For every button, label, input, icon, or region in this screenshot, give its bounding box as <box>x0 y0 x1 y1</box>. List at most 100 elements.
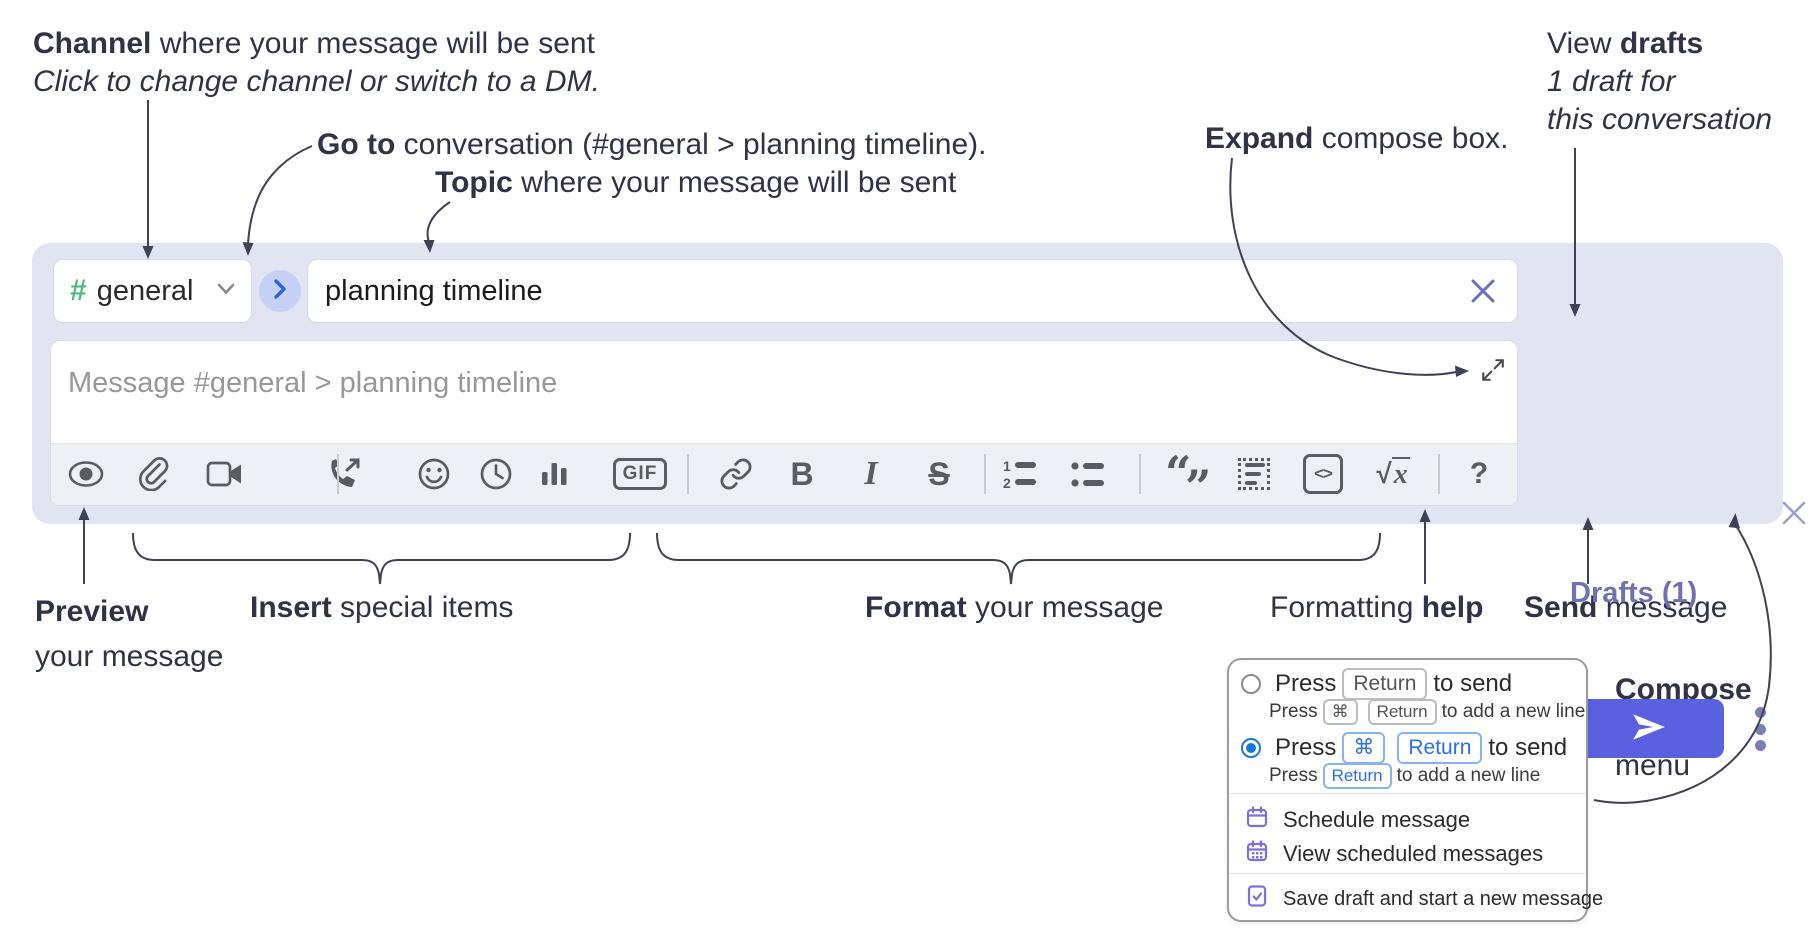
insert-brace <box>132 532 631 585</box>
option-text: to send <box>1488 734 1568 761</box>
svg-text:2: 2 <box>1003 475 1011 490</box>
strikethrough-label: S <box>928 455 950 492</box>
return-key: Return <box>1322 762 1392 790</box>
go-to-conversation-button[interactable] <box>259 270 301 312</box>
bold-icon[interactable]: B <box>779 448 825 500</box>
option-text: Press <box>1275 670 1337 697</box>
quote-icon[interactable]: “ ” <box>1164 446 1211 510</box>
option-text: to add a new line <box>1441 701 1586 722</box>
gif-icon[interactable]: GIF <box>611 448 669 500</box>
annotation-drafts-line2: 1 draft for <box>1547 65 1676 98</box>
annotation-topic: Topic where your message will be sent <box>435 164 956 202</box>
annotation-channel: Channel where your message will be sent … <box>33 25 600 101</box>
schedule-message-item[interactable]: Schedule message <box>1245 805 1470 835</box>
code-icon[interactable]: <> <box>1300 448 1346 500</box>
annotation-topic-rest: where your message will be sent <box>512 166 957 199</box>
annotation-expand-bold: Expand <box>1205 122 1314 155</box>
channel-selector[interactable]: # general <box>53 259 252 323</box>
compose-options-menu-button[interactable] <box>1754 707 1766 751</box>
preview-icon[interactable] <box>63 448 109 500</box>
return-key: Return <box>1342 667 1428 701</box>
send-shortcut-option[interactable]: Press Return to send <box>1241 667 1513 701</box>
annotation-preview: Preview your message <box>35 589 223 679</box>
save-draft-item[interactable]: Save draft and start a new message <box>1245 884 1603 914</box>
quote-open: “ <box>1165 446 1192 500</box>
italic-icon[interactable]: I <box>848 448 894 500</box>
annotation-view-drafts: View drafts 1 draft for this conversatio… <box>1547 25 1772 139</box>
send-shortcut-option-selected-sub: Press Return to add a new line <box>1269 762 1541 790</box>
return-key: Return <box>1367 698 1437 726</box>
calendar-icon <box>1245 805 1269 835</box>
menu-item-label: Schedule message <box>1283 807 1471 832</box>
math-icon[interactable]: √x <box>1370 448 1416 500</box>
menu-item-label: Save draft and start a new message <box>1283 887 1604 910</box>
annotation-channel-line2: Click to change channel or switch to a D… <box>33 65 600 98</box>
annotation-go-to: Go to conversation (#general > planning … <box>317 126 987 164</box>
compose-options-menu: Press Return to send Press ⌘ Return to a… <box>1227 658 1603 922</box>
strikethrough-icon[interactable]: S <box>916 448 962 500</box>
message-input[interactable]: Message #general > planning timeline <box>68 367 558 399</box>
poll-icon[interactable] <box>531 448 577 500</box>
topic-input[interactable] <box>307 259 1518 323</box>
message-compose-area[interactable]: Message #general > planning timeline <box>50 340 1518 510</box>
cmd-key: ⌘ <box>1342 731 1386 765</box>
option-text: Press <box>1269 701 1318 722</box>
add-voice-call-icon[interactable] <box>321 448 367 500</box>
return-key: Return <box>1397 731 1483 765</box>
annotation-preview-line2: your message <box>35 640 224 673</box>
send-button[interactable] <box>1574 699 1724 758</box>
annotation-insert-rest: special items <box>331 591 514 624</box>
send-shortcut-option-selected[interactable]: Press ⌘ Return to send <box>1241 731 1568 765</box>
annotation-format-rest: your message <box>966 591 1164 624</box>
option-text: Press <box>1269 765 1318 786</box>
annotation-insert: Insert special items <box>250 589 513 627</box>
view-scheduled-messages-item[interactable]: View scheduled messages <box>1245 839 1543 869</box>
link-icon[interactable] <box>713 448 759 500</box>
add-video-call-icon[interactable] <box>202 448 248 500</box>
expand-compose-icon[interactable] <box>1480 357 1506 383</box>
annotation-help-pre: Formatting <box>1270 591 1422 624</box>
option-text: to add a new line <box>1396 765 1541 786</box>
italic-label: I <box>864 455 878 492</box>
send-shortcut-option-sub: Press ⌘ Return to add a new line <box>1269 698 1586 726</box>
annotation-channel-bold: Channel <box>33 27 152 60</box>
clear-topic-icon[interactable] <box>1468 276 1498 306</box>
annotation-preview-bold: Preview <box>35 595 149 628</box>
option-text: Press <box>1275 734 1337 761</box>
cmd-key: ⌘ <box>1322 698 1358 726</box>
annotation-go-to-rest: conversation (#general > planning timeli… <box>395 128 987 161</box>
spoiler-icon[interactable] <box>1231 448 1277 500</box>
annotation-drafts-pre: View <box>1547 27 1620 60</box>
annotation-format-bold: Format <box>865 591 967 624</box>
channel-hash-icon: # <box>70 274 87 307</box>
help-label: ? <box>1469 457 1489 490</box>
spoiler-glyph <box>1238 458 1270 490</box>
option-text: to send <box>1433 670 1513 697</box>
annotation-format: Format your message <box>865 589 1163 627</box>
annotation-expand-rest: compose box. <box>1313 122 1509 155</box>
attach-file-icon[interactable] <box>132 448 178 500</box>
message-formatting-icon[interactable]: ? <box>1456 448 1502 500</box>
annotation-help-bold: help <box>1421 591 1484 624</box>
annotation-topic-bold: Topic <box>435 166 513 199</box>
menu-item-label: View scheduled messages <box>1283 841 1544 866</box>
chevron-right-icon <box>273 278 287 304</box>
draft-save-icon <box>1245 884 1269 914</box>
bulleted-list-icon[interactable] <box>1066 448 1112 500</box>
annotation-go-to-bold: Go to <box>317 128 396 161</box>
menu-divider <box>1229 873 1586 874</box>
emoji-icon[interactable] <box>411 448 457 500</box>
annotation-expand: Expand compose box. <box>1205 120 1508 158</box>
goto-arrow-line <box>247 145 313 245</box>
radio-selected-icon[interactable] <box>1241 738 1261 758</box>
svg-text:1: 1 <box>1003 458 1011 474</box>
close-compose-icon[interactable] <box>1780 499 1808 527</box>
annotation-channel-rest: where your message will be sent <box>151 27 595 60</box>
radio-unselected-icon[interactable] <box>1241 674 1261 694</box>
calendar-grid-icon <box>1245 839 1269 869</box>
math-label: √x <box>1376 456 1410 490</box>
drafts-link[interactable]: Drafts (1) <box>1570 577 1698 609</box>
time-icon[interactable] <box>473 448 519 500</box>
